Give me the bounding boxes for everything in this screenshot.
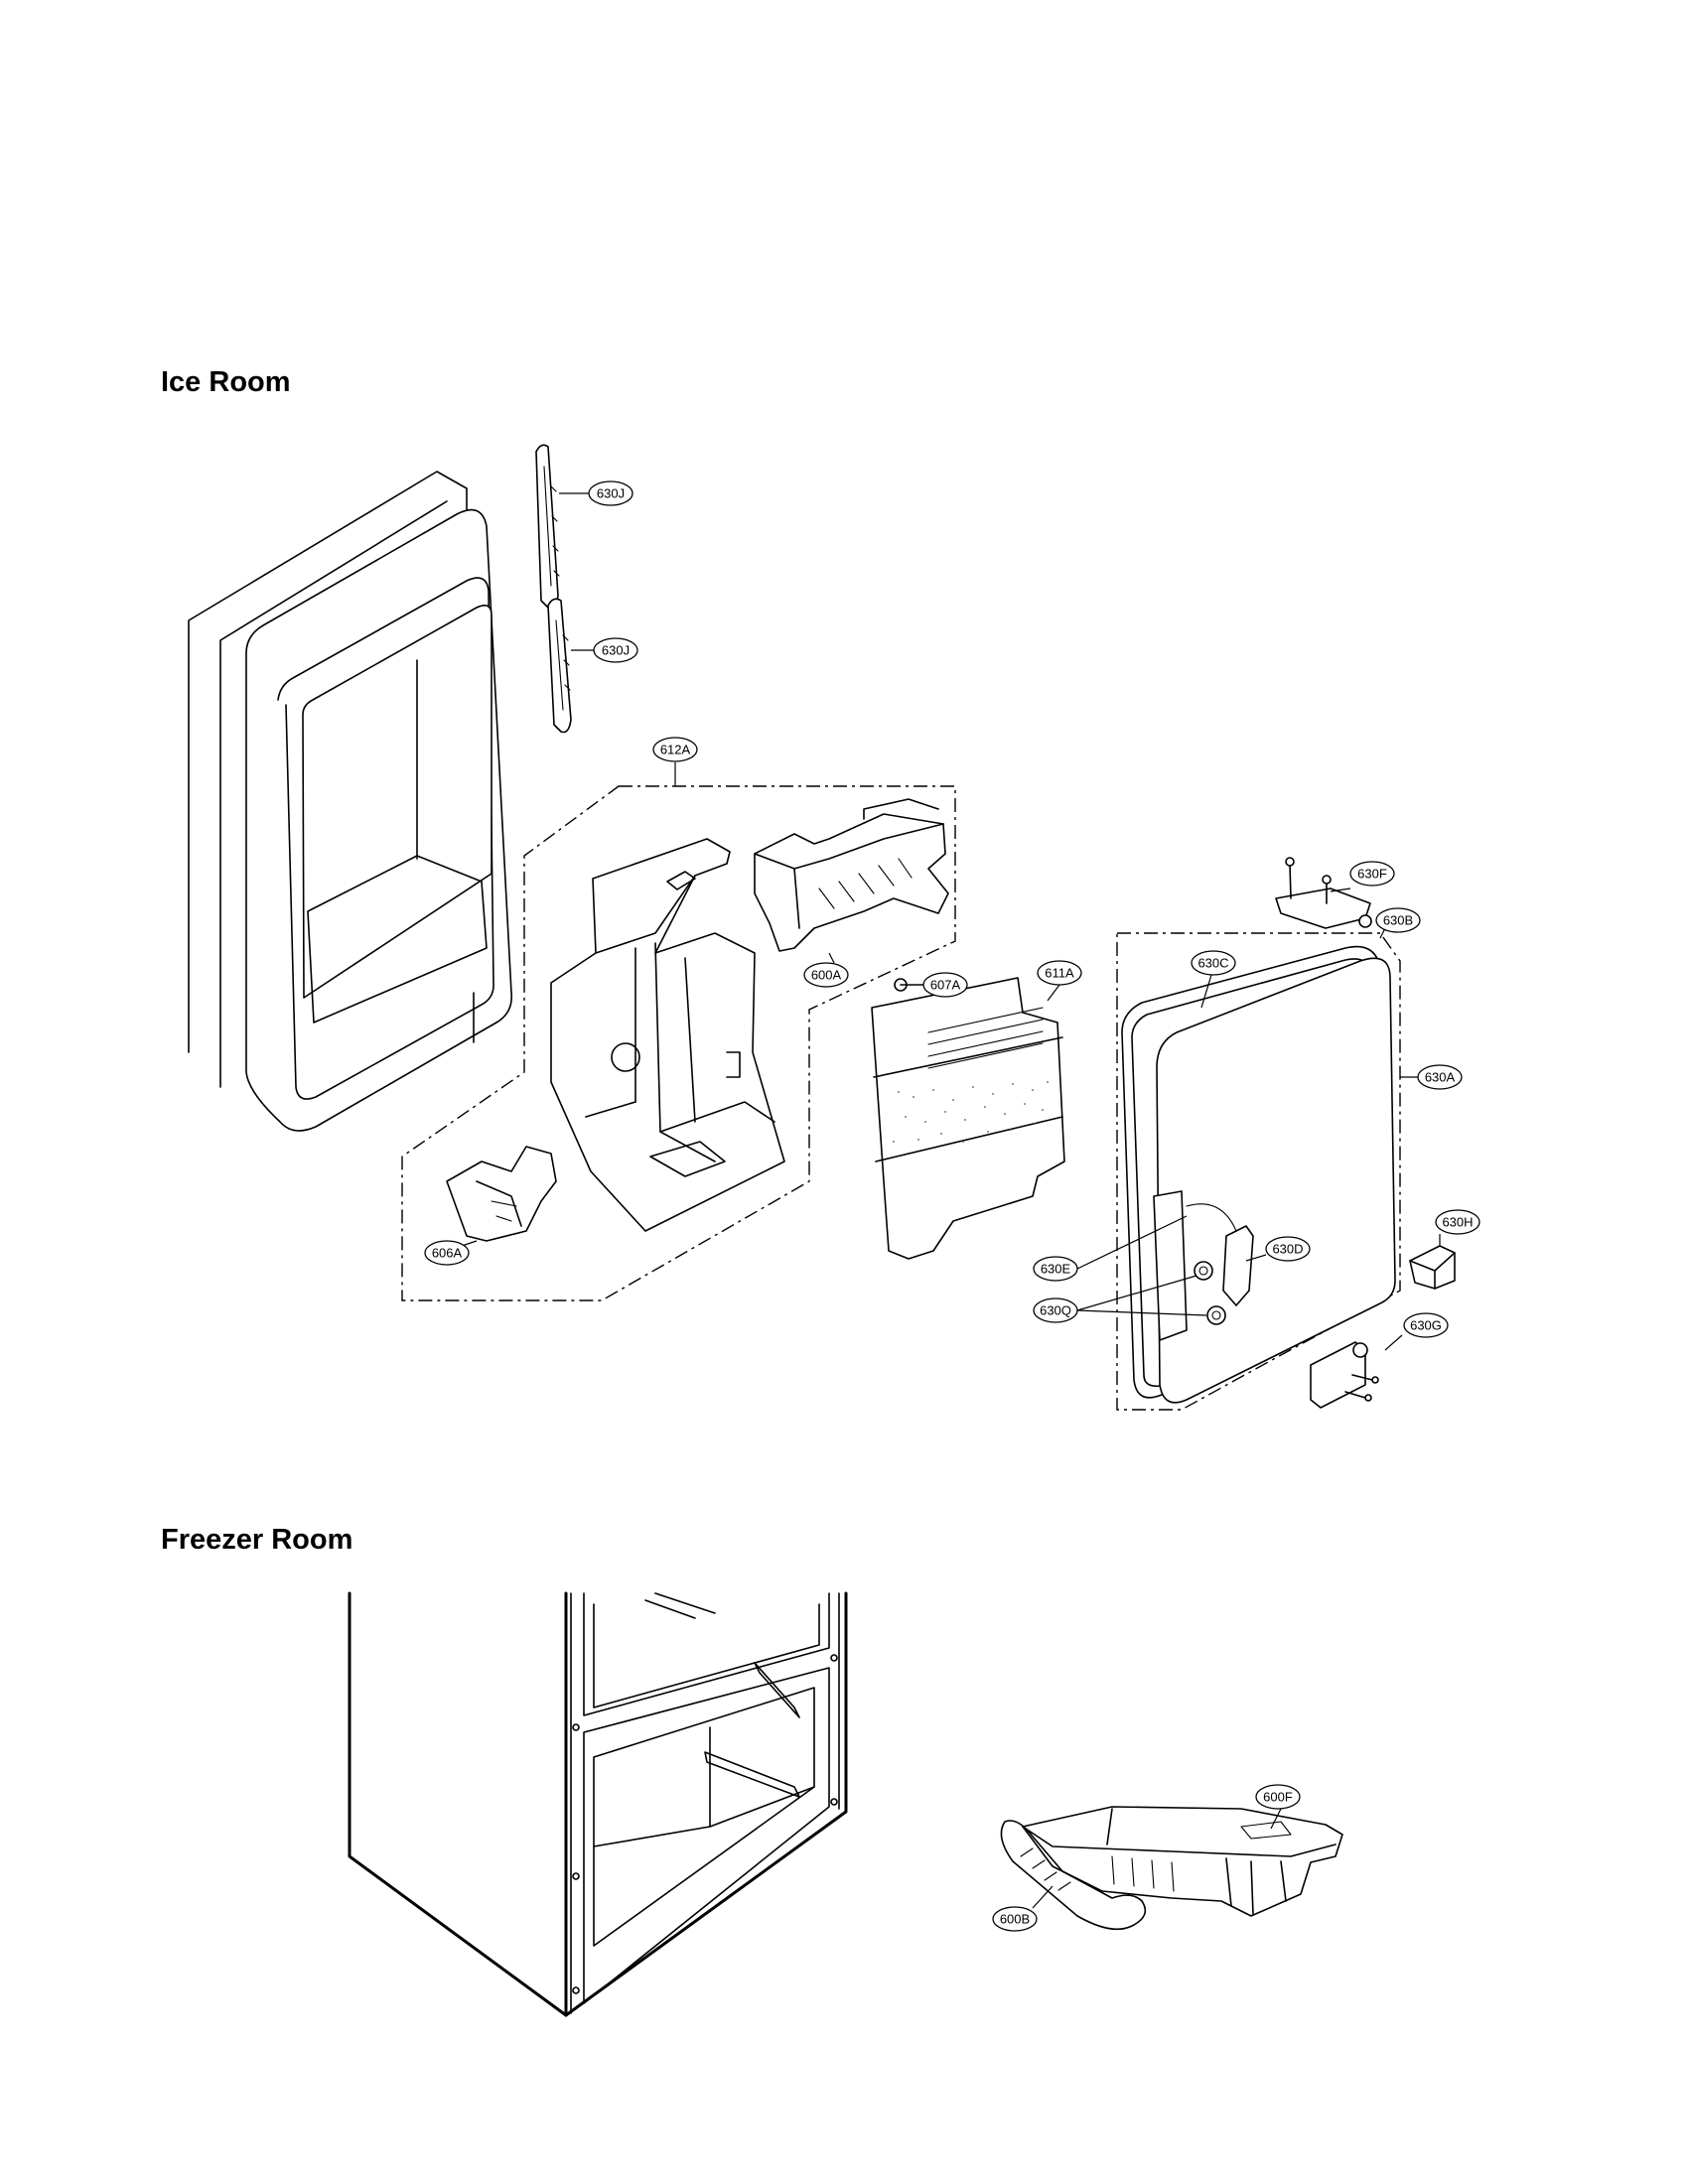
callout-630c: 630C <box>1191 950 1236 976</box>
pattern-611a-stipple <box>893 1081 1049 1143</box>
callout-630q: 630Q <box>1033 1297 1078 1323</box>
svg-text:630A: 630A <box>1425 1070 1456 1085</box>
callout-600b: 600B <box>992 1906 1038 1932</box>
part-600a-ice-maker <box>754 798 949 952</box>
callout-630d: 630D <box>1265 1236 1311 1262</box>
section-title-ice-room: Ice Room <box>161 366 291 398</box>
part-611a-bin-cover <box>871 977 1065 1260</box>
svg-text:600B: 600B <box>1000 1912 1030 1927</box>
part-607a-screw <box>894 978 924 992</box>
callout-leaders <box>461 492 1441 1909</box>
svg-text:630D: 630D <box>1272 1242 1303 1257</box>
svg-text:630J: 630J <box>602 643 630 658</box>
part-630e-hinge-bracket <box>1153 1190 1188 1341</box>
svg-text:600A: 600A <box>811 968 842 983</box>
svg-text:630Q: 630Q <box>1040 1303 1071 1318</box>
part-ice-housing <box>550 838 785 1232</box>
assembly-612a-boundary <box>401 785 956 1301</box>
part-630j-top <box>535 444 560 610</box>
callout-611a: 611A <box>1037 960 1082 986</box>
svg-text:630F: 630F <box>1357 867 1387 882</box>
part-630j-bottom <box>547 598 572 734</box>
callout-630b: 630B <box>1375 907 1421 933</box>
svg-text:630H: 630H <box>1442 1215 1473 1230</box>
svg-text:612A: 612A <box>660 743 691 757</box>
part-630a-door <box>1156 957 1396 1404</box>
part-630f-top-hinge <box>1275 857 1372 929</box>
assembly-630a-boundary <box>1116 932 1401 1411</box>
callout-600f: 600F <box>1255 1784 1301 1810</box>
callout-630a: 630A <box>1417 1064 1463 1090</box>
svg-text:630G: 630G <box>1410 1318 1442 1333</box>
callout-612a: 612A <box>652 737 698 762</box>
callout-630f: 630F <box>1349 861 1395 887</box>
svg-text:606A: 606A <box>432 1246 463 1261</box>
freezer-cabinet <box>348 1591 848 2017</box>
callout-630j-bottom: 630J <box>593 637 638 663</box>
svg-text:630E: 630E <box>1041 1262 1071 1277</box>
svg-text:607A: 607A <box>930 978 961 993</box>
callout-630j-top: 630J <box>588 480 633 506</box>
svg-text:600F: 600F <box>1263 1790 1293 1805</box>
svg-text:630C: 630C <box>1197 956 1228 971</box>
callout-630e: 630E <box>1033 1256 1078 1282</box>
callout-630h: 630H <box>1435 1209 1480 1235</box>
svg-text:630J: 630J <box>597 486 625 501</box>
section-title-freezer-room: Freezer Room <box>161 1524 353 1556</box>
svg-text:611A: 611A <box>1045 966 1074 981</box>
part-630h-stopper <box>1409 1245 1456 1290</box>
svg-text:630B: 630B <box>1383 913 1413 928</box>
part-600b-feeler-arm <box>1000 1820 1147 1931</box>
part-600f-ice-maker <box>1022 1806 1343 1917</box>
part-606a-bracket <box>446 1146 557 1242</box>
part-630d-hinge-arm <box>1186 1203 1254 1306</box>
part-630g-bottom-hinge <box>1310 1341 1379 1409</box>
ice-room-door-frame <box>188 471 513 1132</box>
callout-607a: 607A <box>922 972 968 998</box>
callout-600a: 600A <box>803 962 849 988</box>
part-630q-bolts <box>1194 1261 1226 1325</box>
callout-630g: 630G <box>1403 1312 1449 1338</box>
callout-606a: 606A <box>424 1240 470 1266</box>
